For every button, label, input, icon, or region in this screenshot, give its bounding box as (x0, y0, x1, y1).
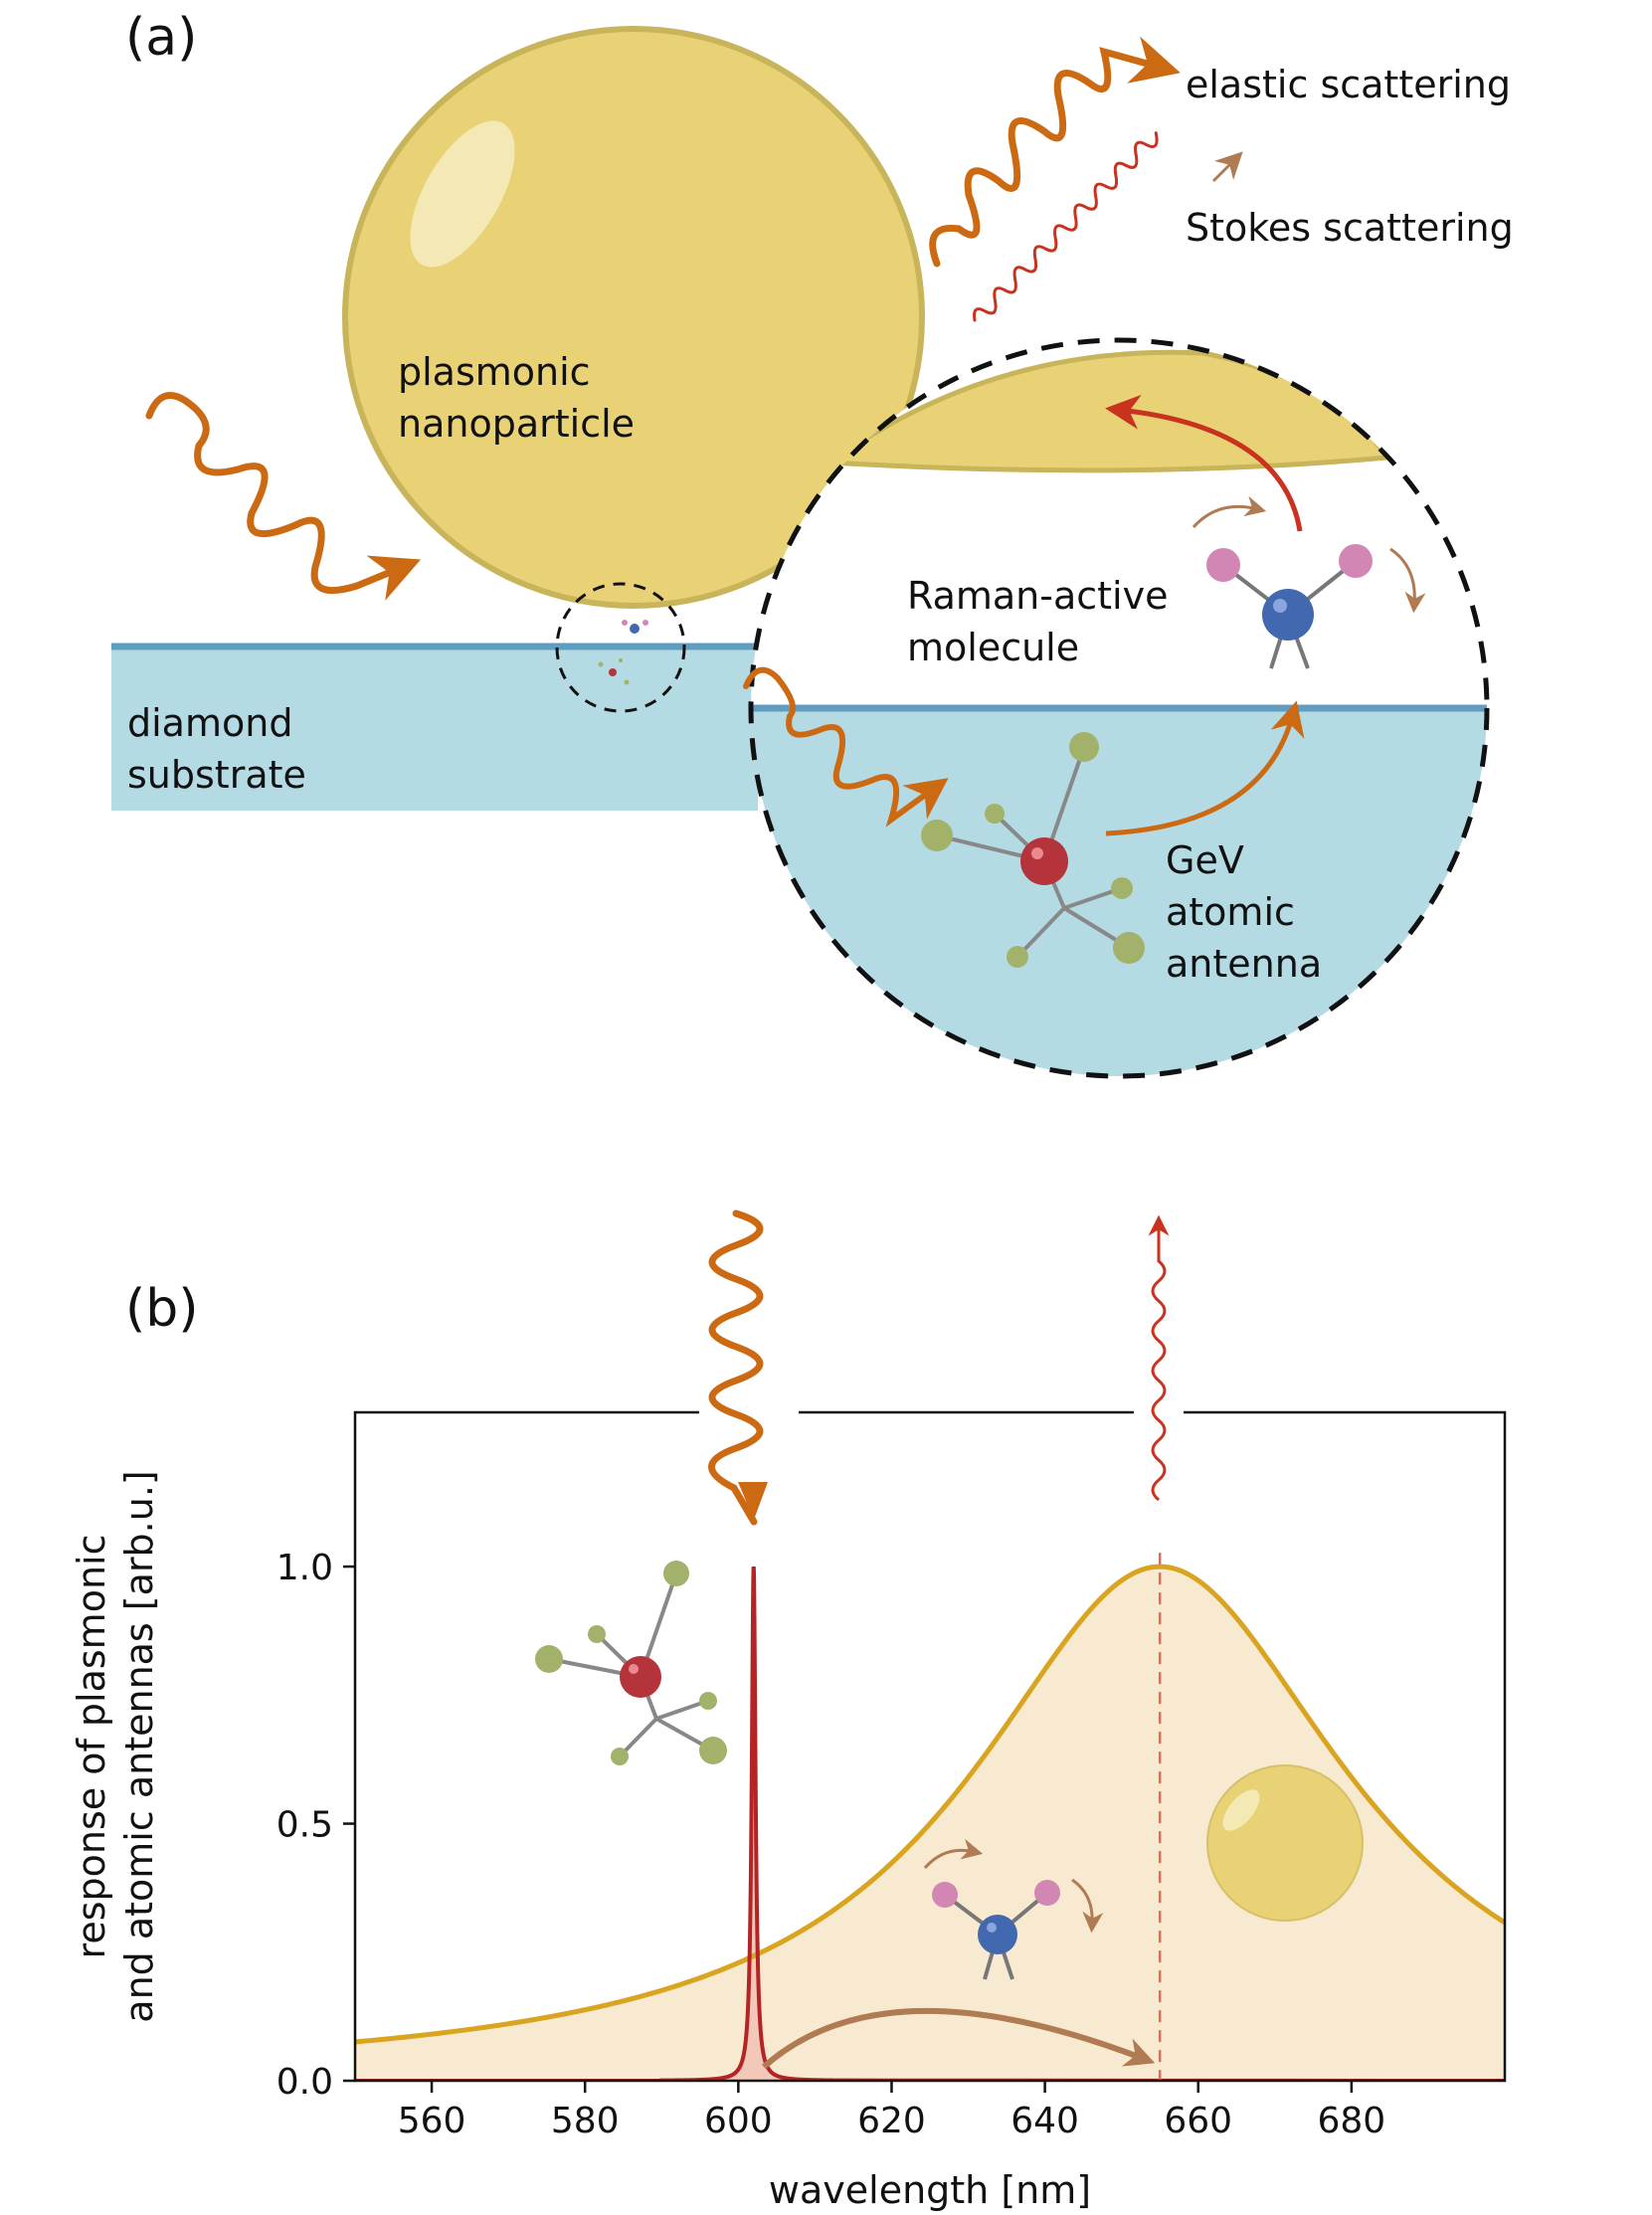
y-axis-label-line1: response of plasmonic (70, 1535, 113, 1959)
x-tick-label: 680 (1318, 2101, 1386, 2141)
elastic-scattered-photon (929, 36, 1181, 268)
energy-transfer-arrow (762, 2007, 1156, 2070)
plasmon-response-curve (355, 1564, 1505, 2045)
atomic-response-fill (661, 1567, 846, 2081)
nanoparticle-icon (1206, 1764, 1364, 1922)
excitation-photon-arrowhead (738, 1482, 768, 1520)
diamond-substrate (111, 646, 758, 811)
panel-b-label: (b) (125, 1279, 199, 1339)
x-tick-label: 560 (398, 2101, 466, 2141)
molecule-label-line2: molecule (907, 626, 1079, 669)
zoom-inset (748, 337, 1490, 1079)
axis-ticks: 560 580 600 620 640 660 680 0.0 0.5 1.0 (276, 1548, 1385, 2141)
gev-atomic-antenna-zoom (921, 732, 1145, 968)
x-axis-label: wavelength [nm] (769, 2168, 1091, 2212)
y-tick-label: 0.0 (276, 2062, 333, 2103)
substrate-label-line1: diamond (127, 701, 292, 745)
antenna-label-line2: atomic (1166, 890, 1295, 934)
x-tick-label: 600 (704, 2101, 773, 2141)
frame-gap-right (1134, 1406, 1184, 1418)
y-tick-label: 0.5 (276, 1805, 333, 1846)
panel-a-label: (a) (125, 8, 197, 68)
spectrum-chart: 560 580 600 620 640 660 680 0.0 0.5 1.0 wavelengt… (70, 1209, 1507, 2212)
plot-frame (353, 1410, 1507, 2083)
gev-atomic-antenna-icon (535, 1561, 727, 1765)
antenna-label-line1: GeV (1166, 838, 1244, 882)
antenna-label-line3: antenna (1166, 942, 1322, 986)
raman-molecule-zoom (1192, 495, 1426, 669)
elastic-scattering-label: elastic scattering (1186, 63, 1511, 106)
gap-region-marker (555, 582, 686, 713)
nanoparticle-label-line1: plasmonic (398, 350, 591, 394)
excitation-photon-arrow (708, 1209, 764, 1526)
excitation-photon-zoom (743, 666, 949, 828)
stokes-scattering-label: Stokes scattering (1186, 206, 1514, 250)
raman-molecule-icon (923, 1838, 1104, 1980)
molecule-to-nanoparticle-arrow (1105, 394, 1303, 532)
stokes-scattered-photon (973, 131, 1243, 322)
x-tick-label: 580 (551, 2101, 620, 2141)
x-tick-label: 660 (1164, 2101, 1232, 2141)
molecule-label-line1: Raman-active (907, 574, 1168, 618)
y-axis-label-line2: and atomic antennas [arb.u.] (117, 1470, 161, 2022)
incoming-photon (145, 392, 422, 601)
nanoparticle-label-line2: nanoparticle (398, 402, 635, 446)
emitted-photon-arrow (1148, 1214, 1170, 1502)
x-tick-label: 640 (1010, 2101, 1079, 2141)
y-tick-label: 1.0 (276, 1548, 333, 1588)
substrate-label-line2: substrate (127, 753, 306, 797)
antenna-to-molecule-arrow (1105, 700, 1305, 836)
zoom-circle-outline (748, 337, 1490, 1079)
plasmonic-nanoparticle (342, 26, 925, 609)
x-tick-label: 620 (857, 2101, 926, 2141)
